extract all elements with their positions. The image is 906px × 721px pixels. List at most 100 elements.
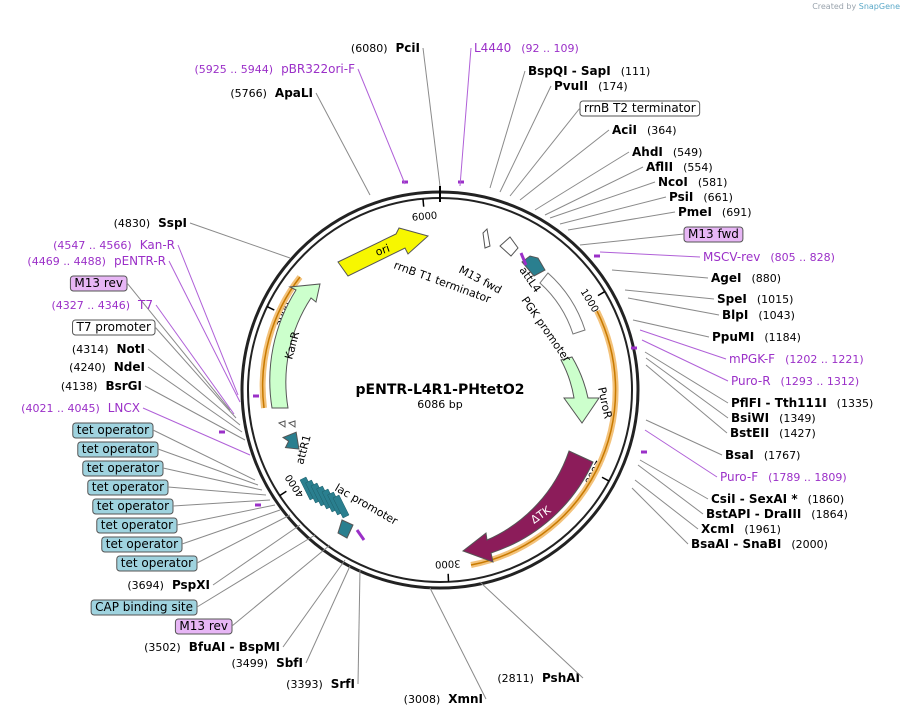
label-csii[interactable]: CsiI - SexAI *(1860): [639, 459, 844, 506]
label-position: (1427): [779, 427, 816, 440]
label-name: Kan-R: [140, 238, 175, 252]
label-teto3[interactable]: tet operator: [82, 460, 263, 491]
label-puro-f[interactable]: Puro-F(1789 .. 1809): [644, 429, 847, 484]
primer-site-mark: [219, 430, 225, 434]
tick-label-3000: 3000: [435, 557, 461, 569]
label-pbr322[interactable]: pBR322ori-F(5925 .. 5944): [195, 62, 406, 185]
label-name: PspXI: [172, 578, 210, 592]
pgk-feature[interactable]: [539, 272, 586, 335]
label-position: (3393): [286, 678, 323, 691]
leader-line: [645, 357, 729, 419]
label-kan-r[interactable]: Kan-R(4547 .. 4566): [53, 238, 239, 396]
label-pflfi[interactable]: PflFI - Tth111I(1335): [644, 351, 873, 410]
label-box: [116, 555, 198, 572]
label-apali[interactable]: ApaLI(5766): [230, 86, 371, 196]
label-mscv[interactable]: MSCV-rev(805 .. 828): [599, 250, 835, 264]
rrnb-t1-feature[interactable]: [482, 227, 491, 249]
leader-line: [168, 260, 241, 403]
label-bsaai[interactable]: BsaAI - SnaBI(2000): [631, 487, 828, 551]
label-bspqi[interactable]: BspQI - SapI(111): [489, 64, 650, 189]
label-mpgk[interactable]: mPGK-F(1202 .. 1221): [639, 329, 864, 366]
leader-line: [157, 448, 259, 486]
label-pmei[interactable]: PmeI(691): [567, 205, 752, 231]
cap-site-feature[interactable]: [337, 519, 354, 539]
label-ncoi[interactable]: NcoI(581): [549, 175, 727, 219]
ori-feature[interactable]: [337, 227, 430, 277]
attr1-feature[interactable]: [280, 430, 304, 454]
label-sbfi[interactable]: SbfI(3499): [232, 565, 351, 670]
label-position: (2000): [791, 538, 828, 551]
label-l4440[interactable]: L4440(92 .. 109): [459, 41, 579, 187]
label-name: PmeI: [678, 205, 712, 219]
label-position: (1349): [779, 412, 816, 425]
label-teto1[interactable]: tet operator: [72, 422, 256, 481]
label-pentr-r[interactable]: pENTR-R(4469 .. 4488): [27, 254, 241, 403]
label-name: NcoI: [658, 175, 688, 189]
puror-feature[interactable]: [560, 356, 600, 424]
label-srfi[interactable]: SrfI (3393): [286, 569, 361, 691]
label-puro-r[interactable]: Puro-R(1293 .. 1312): [641, 339, 859, 388]
kanr-feature[interactable]: [269, 283, 321, 409]
label-box: [101, 536, 183, 553]
leader-line: [519, 129, 610, 201]
tick-4000: [279, 490, 287, 497]
label-cap[interactable]: CAP binding site: [90, 534, 316, 616]
leader-line: [147, 348, 241, 426]
label-name: BstEII: [730, 426, 769, 440]
label-t7prom[interactable]: T7 promoter: [72, 319, 237, 419]
label-blpi[interactable]: BlpI(1043): [627, 297, 795, 322]
label-teto8[interactable]: tet operator: [116, 514, 291, 572]
label-teto5[interactable]: tet operator: [92, 498, 271, 515]
label-ahdi[interactable]: AhdI(549): [534, 145, 702, 211]
label-bsai[interactable]: BsaI(1767): [645, 419, 800, 462]
label-position: (4469 .. 4488): [27, 255, 106, 268]
label-agei[interactable]: AgeI(880): [611, 269, 781, 285]
label-rrnbt2[interactable]: rrnB T2 terminator: [509, 100, 701, 197]
label-name: SrfI: [331, 677, 355, 691]
label-m13rev-a[interactable]: M13 rev: [69, 275, 231, 411]
leader-line: [559, 196, 667, 225]
label-bsteii[interactable]: BstEII (1427): [645, 364, 816, 440]
label-teto6[interactable]: tet operator: [96, 504, 276, 534]
label-text: CAP binding site: [95, 600, 193, 614]
label-pspxi[interactable]: PspXI(3694): [127, 524, 301, 592]
label-t7[interactable]: T7(4327 .. 4346): [51, 298, 235, 415]
leader-line: [459, 47, 472, 187]
label-m13rev-b[interactable]: M13 rev: [174, 544, 331, 635]
label-teto2[interactable]: tet operator: [77, 441, 259, 486]
leader-line: [154, 326, 237, 419]
dtk-feature[interactable]: [461, 450, 594, 563]
m13-fwd-inner-feature[interactable]: [499, 236, 519, 257]
label-noti[interactable]: NotI(4314): [72, 342, 241, 426]
label-xcmi[interactable]: XcmI(1961): [634, 479, 781, 536]
label-bsiwi[interactable]: BsiWI(1349): [645, 357, 816, 425]
label-pcii[interactable]: PciI(6080): [351, 41, 441, 187]
label-pvuii[interactable]: PvuII(174): [499, 79, 628, 193]
label-text: tet operator: [87, 461, 159, 475]
primer-site-mark: [253, 394, 259, 398]
label-position: (3008): [404, 693, 441, 706]
leader-line: [631, 487, 689, 545]
label-bsrgi[interactable]: BsrGI(4138): [61, 379, 246, 441]
leader-line: [147, 366, 243, 433]
attl4-feature[interactable]: [521, 255, 546, 277]
label-name: BspQI - SapI: [528, 64, 611, 78]
label-spei[interactable]: SpeI(1015): [624, 289, 794, 306]
label-sspi[interactable]: SspI(4830): [114, 216, 291, 259]
leader-line: [144, 385, 246, 441]
label-xmni[interactable]: XmnI(3008): [404, 587, 487, 706]
label-position: (1015): [757, 293, 794, 306]
label-bstapi[interactable]: BstAPI - DraIII(1864): [637, 464, 848, 521]
label-lncx[interactable]: LNCX(4021 .. 4045): [21, 401, 251, 456]
label-pshai[interactable]: PshAI(2811): [479, 581, 584, 685]
label-ndei[interactable]: NdeI(4240): [69, 360, 243, 433]
label-teto4[interactable]: tet operator: [87, 479, 267, 496]
label-psii[interactable]: PsiI(661): [559, 190, 733, 225]
label-acii[interactable]: AciI(364): [519, 123, 677, 201]
label-ppumi[interactable]: PpuMI(1184): [632, 319, 801, 344]
label-bfuai[interactable]: BfuAI - BspMI(3502): [144, 559, 346, 654]
leader-line: [644, 351, 729, 404]
label-aflii[interactable]: AflII(554): [544, 160, 713, 216]
label-m13fwd[interactable]: M13 fwd: [579, 226, 744, 246]
label-teto7[interactable]: tet operator: [101, 509, 281, 553]
